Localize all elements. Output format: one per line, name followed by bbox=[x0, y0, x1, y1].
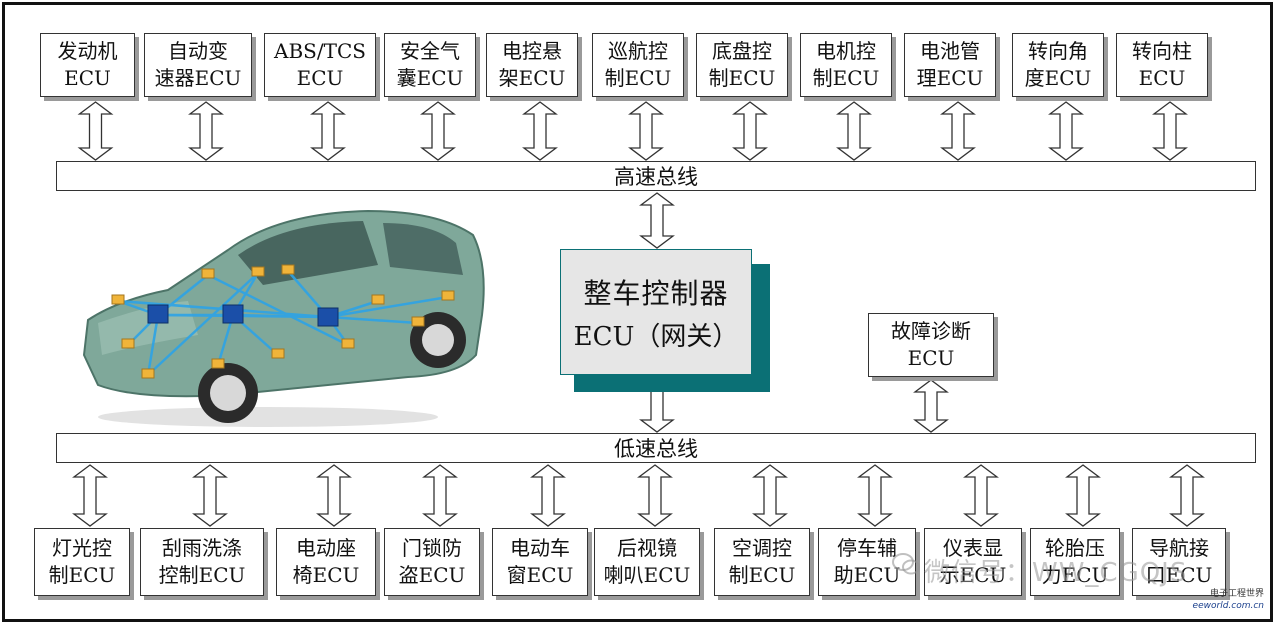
chassis-ecu-box: 底盘控 制ECU bbox=[696, 33, 788, 97]
bottom-ecu-arrow-4 bbox=[530, 464, 566, 527]
bottom-ecu-arrow-1 bbox=[192, 464, 228, 527]
high-speed-bus: 高速总线 bbox=[56, 161, 1256, 191]
steering-column-ecu-box: 转向柱 ECU bbox=[1116, 33, 1208, 97]
top-ecu-arrow-4 bbox=[522, 101, 558, 161]
top-ecu-arrow-0 bbox=[77, 101, 114, 161]
top-ecu-arrow-2 bbox=[310, 101, 346, 161]
diagram-frame bbox=[2, 2, 1273, 622]
low-speed-bus: 低速总线 bbox=[56, 433, 1256, 463]
engine-ecu-box: 发动机 ECU bbox=[40, 33, 135, 97]
airbag-ecu-box: 安全气 囊ECU bbox=[384, 33, 476, 97]
vehicle-controller-gateway: 整车控制器 ECU（网关） bbox=[560, 249, 752, 375]
wiper-washer-ecu-box: 刮雨洗涤 控制ECU bbox=[140, 528, 264, 596]
site-logo-en: eeworld.com.cn bbox=[1192, 601, 1264, 611]
lighting-ecu-box: 灯光控 制ECU bbox=[34, 528, 130, 596]
navigation-interface-ecu-box: 导航接 口ECU bbox=[1132, 528, 1226, 596]
bottom-ecu-arrow-0 bbox=[72, 464, 108, 527]
bottom-ecu-arrow-3 bbox=[422, 464, 458, 527]
power-seat-ecu-box: 电动座 椅ECU bbox=[276, 528, 376, 596]
gateway-subtitle: ECU（网关） bbox=[573, 321, 739, 352]
top-ecu-arrow-5 bbox=[628, 101, 664, 161]
site-logo-cn: 电子工程世界 bbox=[1209, 589, 1264, 599]
bottom-ecu-arrow-6 bbox=[752, 464, 788, 527]
top-ecu-arrow-3 bbox=[420, 101, 456, 161]
bottom-ecu-arrow-2 bbox=[316, 464, 352, 527]
cruise-ecu-box: 巡航控 制ECU bbox=[592, 33, 684, 97]
diagnostic-low-bus-arrow bbox=[913, 379, 949, 433]
gateway-high-bus-arrow bbox=[639, 192, 675, 249]
bottom-ecu-arrow-10 bbox=[1169, 464, 1205, 527]
top-ecu-arrow-10 bbox=[1152, 101, 1188, 161]
motor-ecu-box: 电机控 制ECU bbox=[800, 33, 892, 97]
top-ecu-arrow-7 bbox=[836, 101, 872, 161]
abs-tcs-ecu-box: ABS/TCS ECU bbox=[264, 33, 376, 97]
suspension-ecu-box: 电控悬 架ECU bbox=[486, 33, 578, 97]
bottom-ecu-arrow-5 bbox=[637, 464, 673, 527]
top-ecu-arrow-9 bbox=[1048, 101, 1084, 161]
bottom-ecu-arrow-8 bbox=[963, 464, 999, 527]
top-ecu-arrow-6 bbox=[732, 101, 768, 161]
bottom-ecu-arrow-7 bbox=[857, 464, 893, 527]
mirror-horn-ecu-box: 后视镜 喇叭ECU bbox=[594, 528, 700, 596]
air-conditioning-ecu-box: 空调控 制ECU bbox=[714, 528, 810, 596]
parking-assist-ecu-box: 停车辅 助ECU bbox=[818, 528, 916, 596]
battery-ecu-box: 电池管 理ECU bbox=[904, 33, 996, 97]
power-window-ecu-box: 电动车 窗ECU bbox=[492, 528, 588, 596]
bottom-ecu-arrow-9 bbox=[1065, 464, 1101, 527]
gateway-title: 整车控制器 bbox=[583, 276, 729, 310]
transmission-ecu-box: 自动变 速器ECU bbox=[144, 33, 252, 97]
door-lock-antitheft-ecu-box: 门锁防 盗ECU bbox=[384, 528, 480, 596]
wechat-icon bbox=[892, 553, 920, 575]
top-ecu-arrow-8 bbox=[940, 101, 976, 161]
diagnostic-ecu-box: 故障诊断 ECU bbox=[868, 313, 994, 377]
instrument-display-ecu-box: 仪表显 示ECU bbox=[924, 528, 1022, 596]
tire-pressure-ecu-box: 轮胎压 力ECU bbox=[1030, 528, 1120, 596]
steering-angle-ecu-box: 转向角 度ECU bbox=[1012, 33, 1104, 97]
car-network-illustration bbox=[82, 209, 485, 427]
wechat-watermark: 微信号：WW_CGQJS bbox=[924, 558, 1188, 588]
top-ecu-arrow-1 bbox=[188, 101, 224, 161]
